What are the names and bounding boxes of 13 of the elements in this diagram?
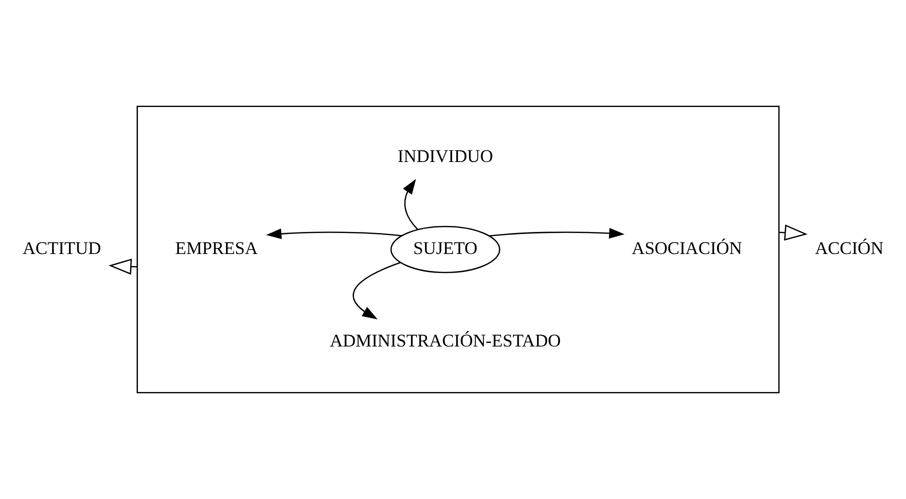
node-text: INDIVIDUO	[398, 146, 493, 166]
cluster	[136, 106, 780, 394]
node-text: ASOCIACIÓN	[632, 238, 742, 258]
arrow	[352, 262, 401, 320]
node-text: ACTITUD	[22, 238, 102, 258]
node-text: EMPRESA	[175, 238, 258, 258]
arrow	[266, 228, 402, 240]
arrow	[489, 228, 625, 239]
node-ellipse: SUJETO	[390, 226, 500, 274]
node-text: ADMINISTRACIÓN-ESTADO	[330, 330, 561, 350]
arrow	[108, 258, 138, 275]
arrow	[402, 178, 418, 230]
node-text: ACCIÓN	[814, 238, 884, 258]
